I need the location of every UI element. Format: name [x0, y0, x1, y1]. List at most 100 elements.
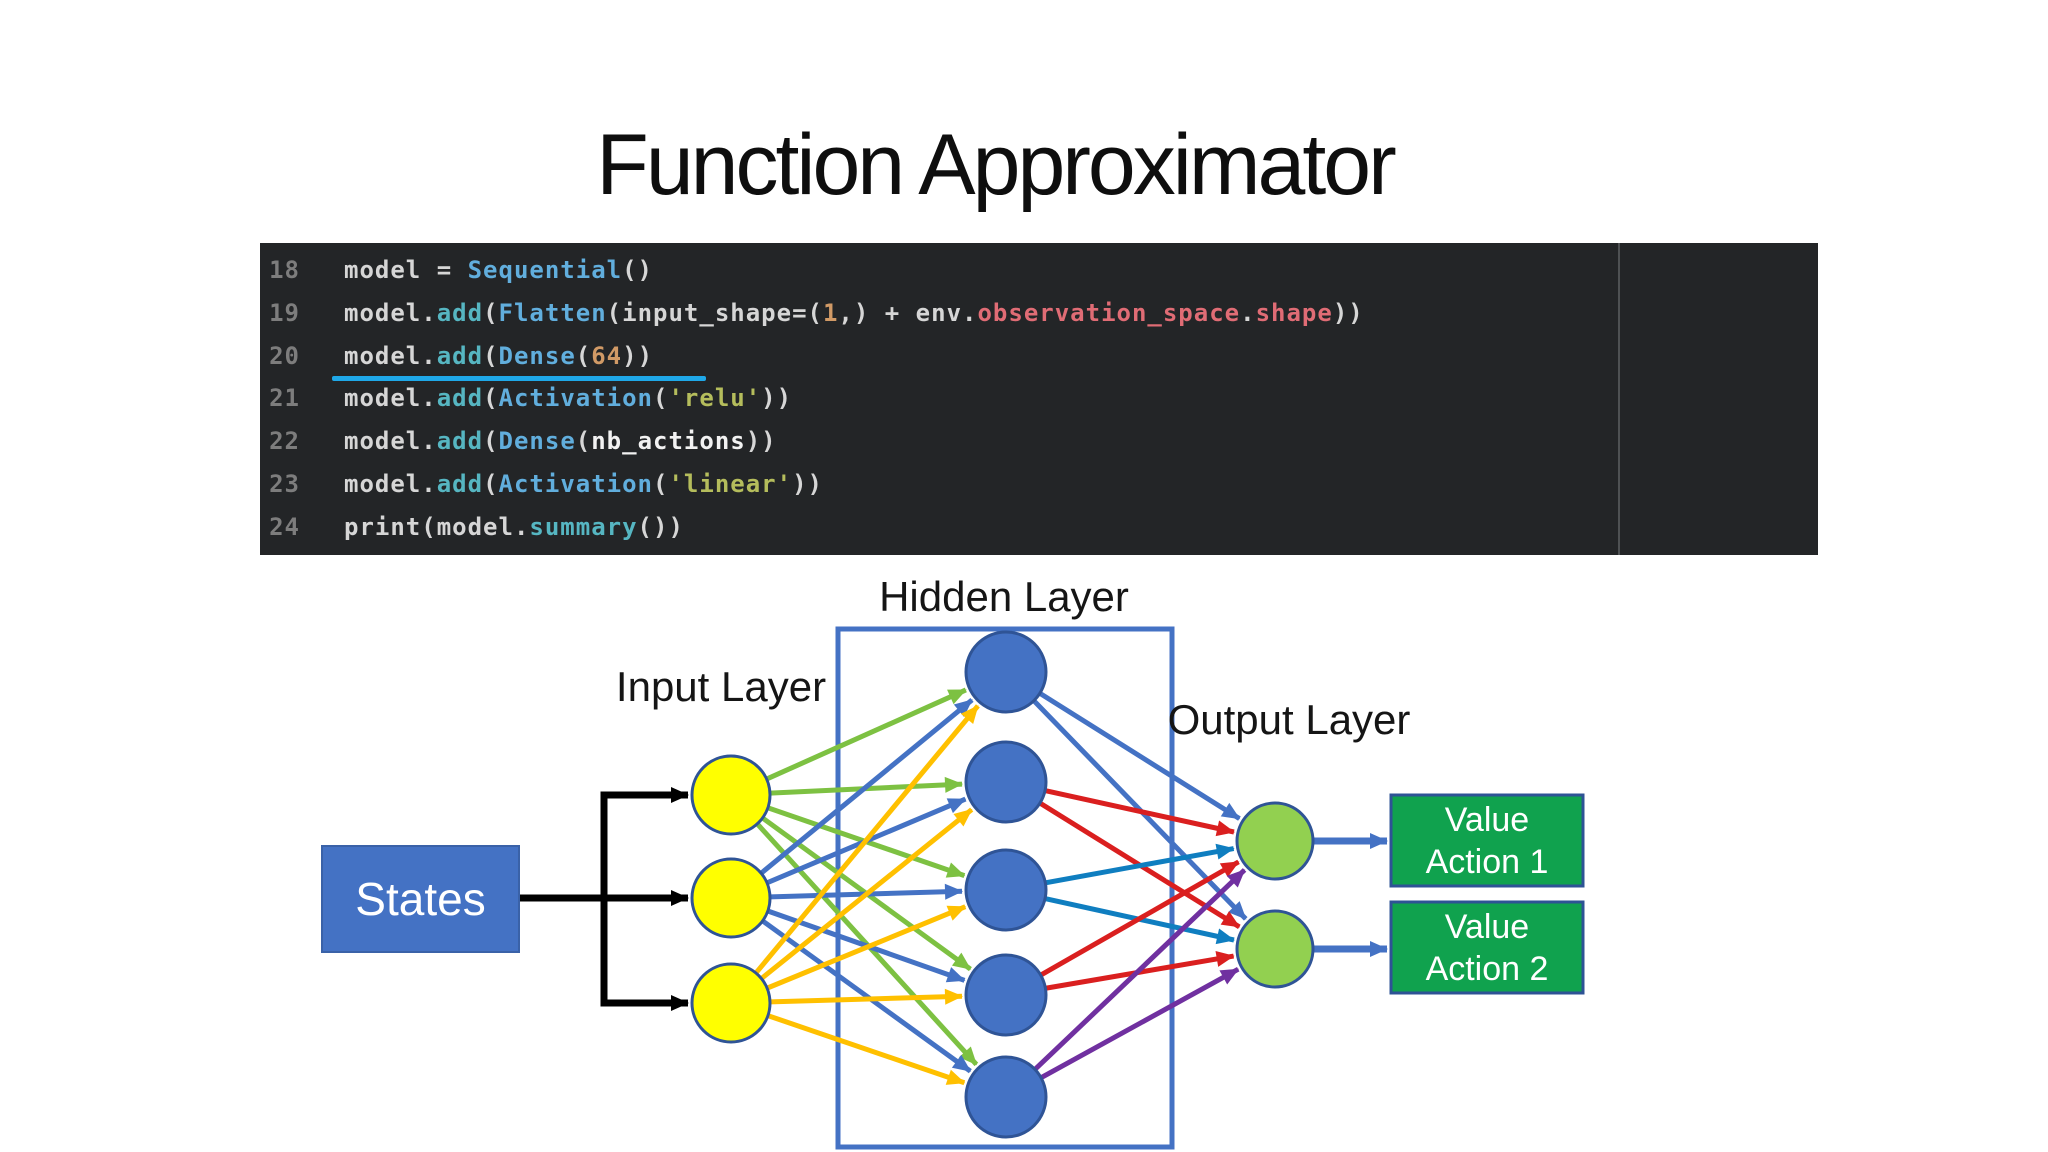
conn-input2-hidden2: [730, 796, 967, 901]
code-token: )): [792, 469, 823, 498]
states-connector: [515, 791, 608, 1007]
code-token: print(model.: [344, 512, 530, 541]
code-text: model.add(Activation('linear')): [344, 463, 823, 506]
code-token: (: [575, 341, 592, 370]
output-node: [1235, 801, 1315, 881]
code-token: )): [761, 384, 793, 413]
hidden-layer-box: [835, 626, 1175, 1150]
code-token: 'relu': [668, 384, 762, 413]
code-token: Activation: [498, 384, 654, 413]
code-token: (: [483, 384, 499, 413]
code-token: Dense: [498, 427, 576, 456]
value-action-1-line2: Action 1: [1425, 842, 1549, 881]
line-number: 21: [269, 384, 300, 413]
code-text: model.add(Dense(64)): [344, 335, 653, 378]
conn-hidden1-output2: [1004, 670, 1248, 921]
output-node: [1235, 909, 1315, 989]
code-token: add: [436, 469, 484, 498]
highlight-underline: [332, 376, 706, 381]
code-token: Sequential: [467, 256, 623, 284]
code-token: (: [483, 427, 499, 456]
hidden-node: [964, 848, 1048, 932]
conn-input2-hidden4: [730, 895, 966, 983]
conn-hidden5-output2: [1004, 967, 1240, 1100]
code-text: model = Sequential(): [344, 249, 653, 292]
conn-hidden5-output1: [1004, 868, 1247, 1099]
code-token: Flatten: [498, 298, 607, 327]
code-token: nb_actions: [591, 427, 746, 456]
code-token: (: [483, 298, 499, 327]
code-token: add: [436, 427, 484, 456]
code-token: model.: [344, 298, 437, 327]
code-line: 24 print(model.summary()): [260, 506, 1818, 549]
conn-hidden4-output1: [1004, 859, 1240, 998]
code-token: Activation: [498, 469, 654, 498]
line-number: 23: [269, 469, 300, 498]
line-number: 24: [269, 512, 300, 541]
hidden-layer-label: Hidden Layer: [879, 573, 1129, 620]
value-action-2-line1: Value: [1444, 907, 1530, 946]
code-token: )): [622, 341, 654, 370]
code-token: ,) + env.: [838, 298, 978, 327]
states-label: States: [355, 873, 486, 925]
value-action-1-line1: Value: [1444, 800, 1530, 839]
code-token: (: [653, 384, 669, 413]
code-token: add: [436, 384, 484, 413]
code-text: model.add(Activation('relu')): [344, 377, 792, 420]
input-node: [690, 962, 772, 1044]
code-text: model.add(Dense(nb_actions)): [344, 420, 777, 463]
line-number: 20: [269, 341, 300, 370]
value-action-1-box: [1389, 793, 1585, 888]
code-token: (input_shape=(: [606, 298, 823, 327]
code-token: model.: [344, 427, 437, 456]
line-number: 19: [269, 298, 300, 327]
code-token: Dense: [498, 341, 576, 370]
conn-input1-hidden1: [729, 687, 967, 798]
slide-title: Function Approximator: [596, 117, 1396, 213]
shape-layer: [321, 793, 1585, 995]
code-token: (: [483, 341, 499, 370]
code-token: ()): [637, 512, 684, 541]
output-layer-label: Output Layer: [1167, 696, 1411, 743]
code-token: observation_space: [977, 298, 1241, 327]
value-action-2-box: [1389, 900, 1585, 995]
code-token: )): [1332, 298, 1364, 327]
conn-input3-hidden5: [730, 1000, 966, 1086]
value-action-2-label: Value Action 2: [1391, 902, 1583, 993]
code-token: (: [575, 427, 592, 456]
hidden-node: [964, 630, 1048, 714]
conn-input3-hidden3: [730, 904, 967, 1006]
conn-hidden2-output2: [1004, 779, 1241, 929]
code-line: 21 model.add(Activation('relu')): [260, 377, 1818, 420]
hidden-node: [964, 953, 1048, 1037]
code-line: 19 model.add(Flatten(input_shape=(1,) + e…: [260, 292, 1818, 335]
nodes-layer: [690, 630, 1315, 1139]
hidden-node: [964, 740, 1048, 824]
input-layer-label: Input Layer: [615, 663, 827, 710]
code-token: 1: [822, 298, 839, 327]
input-node: [690, 857, 772, 939]
code-token: summary: [529, 512, 638, 541]
code-text: model.add(Flatten(input_shape=(1,) + env…: [344, 292, 1364, 335]
code-token: add: [436, 341, 484, 370]
conn-input2-hidden5: [729, 895, 972, 1074]
code-token: )): [745, 427, 777, 456]
code-token: (): [622, 256, 653, 284]
code-token: (: [653, 469, 669, 498]
code-token: model.: [344, 469, 437, 498]
code-token: model.: [344, 341, 437, 370]
conn-input1-hidden4: [729, 792, 972, 972]
conn-input2-hidden1: [729, 698, 974, 900]
conn-input1-hidden5: [729, 793, 979, 1067]
code-line: 20 model.add(Dense(64)): [260, 335, 1818, 378]
editor-divider: [1618, 243, 1620, 555]
value-action-2-line2: Action 2: [1425, 949, 1549, 988]
input-node: [690, 754, 772, 836]
